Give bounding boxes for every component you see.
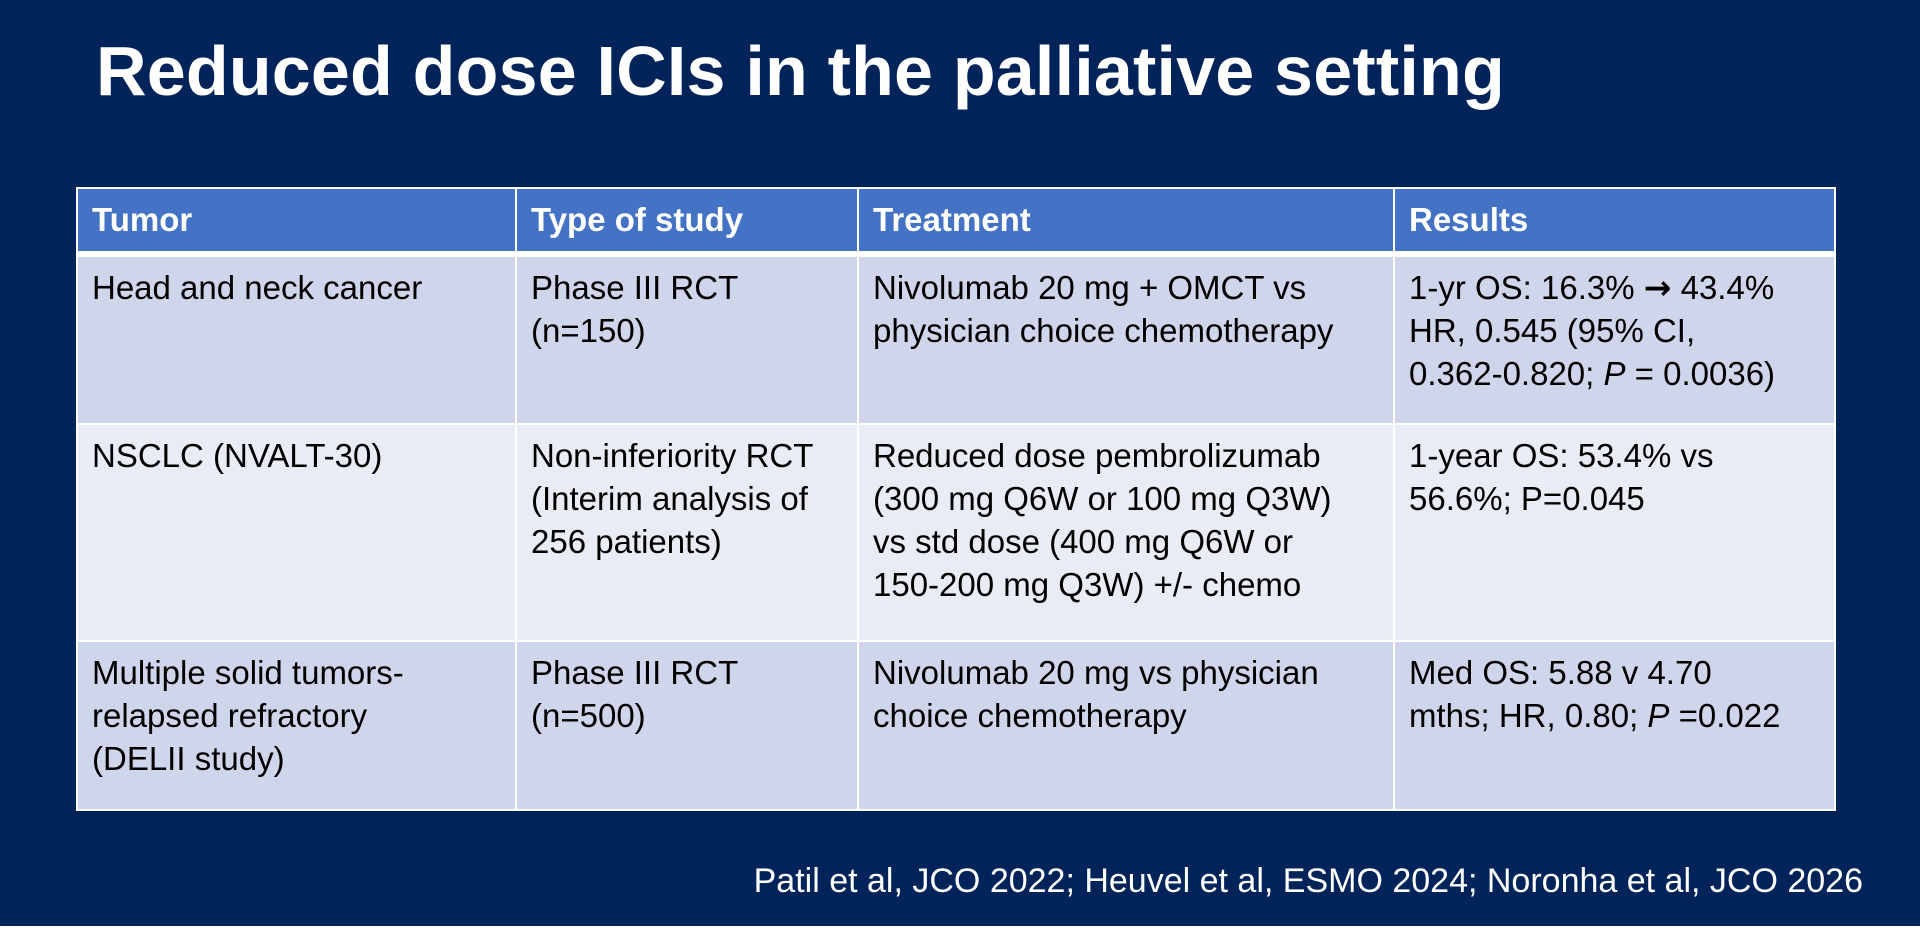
cell-results: 1-year OS: 53.4% vs 56.6%; P=0.045 — [1393, 423, 1836, 642]
study-table: Tumor Type of study Treatment Results He… — [76, 187, 1836, 811]
cell-text: relapsed refractory — [92, 696, 368, 734]
p-value-label: P — [1603, 354, 1626, 392]
cell-text: Nivolumab 20 mg + OMCT vs — [873, 269, 1307, 306]
citation: Patil et al, JCO 2022; Heuvel et al, ESM… — [753, 862, 1863, 900]
cell-text: NSCLC (NVALT-30) — [92, 437, 383, 474]
cell-text: Head and neck cancer — [92, 269, 423, 306]
cell-tumor: NSCLC (NVALT-30) — [76, 423, 517, 642]
cell-tumor: Head and neck cancer — [76, 253, 517, 425]
table-header-row: Tumor Type of study Treatment Results — [76, 187, 1836, 257]
table-row: Head and neck cancer Phase III RCT (n=15… — [76, 253, 1836, 425]
cell-text: Phase III RCT — [531, 269, 739, 306]
cell-treatment: Nivolumab 20 mg vs physician choice chem… — [857, 640, 1395, 811]
cell-results: 1-yr OS: 16.3% → 43.4% HR, 0.545 (95% CI… — [1393, 253, 1836, 425]
cell-text: Med OS: 5.88 v 4.70 — [1409, 654, 1712, 691]
p-value-label: P — [1647, 696, 1670, 734]
cell-text: 1-year OS: 53.4% vs — [1409, 437, 1714, 474]
study-table-container: Tumor Type of study Treatment Results He… — [76, 187, 1836, 811]
cell-text: Phase III RCT — [531, 654, 739, 691]
cell-text: choice chemotherapy — [873, 696, 1187, 734]
table-row: NSCLC (NVALT-30) Non-inferiority RCT (In… — [76, 423, 1836, 642]
cell-text: (n=150) — [531, 311, 646, 349]
cell-text: 150-200 mg Q3W) +/- chemo — [873, 565, 1302, 603]
cell-study: Non-inferiority RCT (Interim analysis of… — [515, 423, 859, 642]
cell-text: (DELII study) — [92, 739, 285, 777]
cell-text: mths; HR, 0.80; — [1409, 696, 1648, 734]
cell-text: Nivolumab 20 mg vs physician — [873, 654, 1319, 691]
cell-text: 1-yr OS: 16.3% — [1409, 269, 1644, 306]
cell-text: Multiple solid tumors- — [92, 654, 404, 691]
table-row: Multiple solid tumors- relapsed refracto… — [76, 640, 1836, 811]
cell-text: =0.022 — [1669, 696, 1781, 734]
cell-text: physician choice chemotherapy — [873, 311, 1334, 349]
cell-tumor: Multiple solid tumors- relapsed refracto… — [76, 640, 517, 811]
cell-text: Non-inferiority RCT — [531, 437, 814, 474]
cell-study: Phase III RCT (n=500) — [515, 640, 859, 811]
cell-text: (300 mg Q6W or 100 mg Q3W) — [873, 479, 1332, 517]
cell-text: vs std dose (400 mg Q6W or — [873, 522, 1293, 560]
cell-text: = 0.0036) — [1625, 354, 1776, 392]
cell-treatment: Reduced dose pembrolizumab (300 mg Q6W o… — [857, 423, 1395, 642]
cell-text: HR, 0.545 (95% CI, — [1409, 311, 1696, 349]
cell-text: (Interim analysis of — [531, 479, 808, 517]
header-tumor: Tumor — [76, 187, 517, 257]
cell-text: 256 patients) — [531, 522, 722, 560]
cell-text: 0.362-0.820; — [1409, 354, 1604, 392]
slide-title: Reduced dose ICIs in the palliative sett… — [96, 32, 1505, 110]
cell-results: Med OS: 5.88 v 4.70 mths; HR, 0.80; P =0… — [1393, 640, 1836, 811]
header-type-of-study: Type of study — [515, 187, 859, 257]
cell-text: 56.6%; P=0.045 — [1409, 479, 1645, 517]
cell-treatment: Nivolumab 20 mg + OMCT vs physician choi… — [857, 253, 1395, 425]
header-treatment: Treatment — [857, 187, 1395, 257]
cell-text: 43.4% — [1671, 269, 1775, 306]
cell-study: Phase III RCT (n=150) — [515, 253, 859, 425]
cell-text: (n=500) — [531, 696, 646, 734]
cell-text: Reduced dose pembrolizumab — [873, 437, 1321, 474]
header-results: Results — [1393, 187, 1836, 257]
arrow-right-icon: → — [1643, 268, 1672, 307]
